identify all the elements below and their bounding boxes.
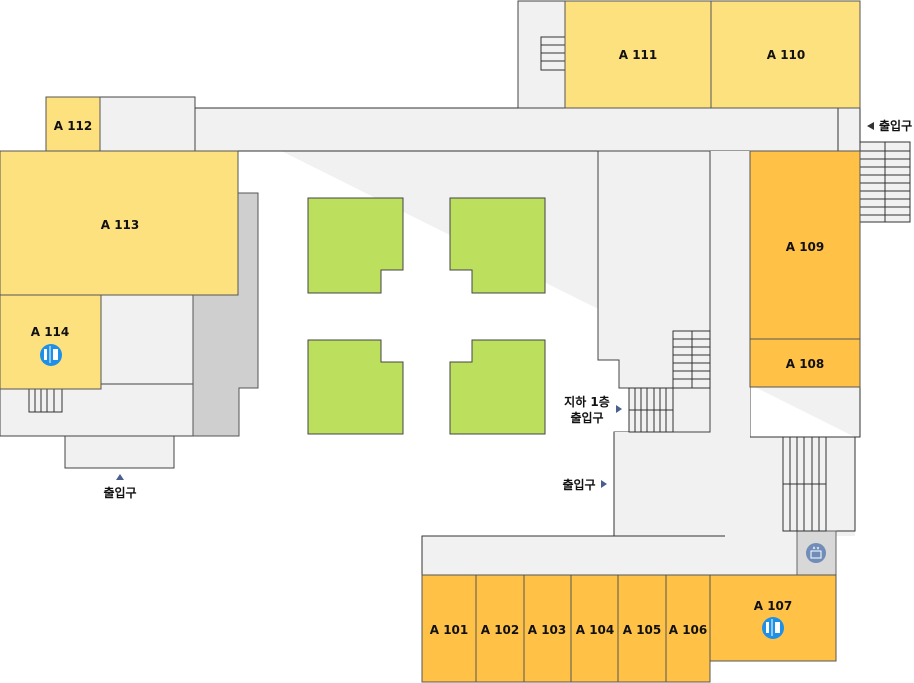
room-label: A 104 — [576, 623, 615, 637]
room-a107[interactable]: A 107 — [709, 574, 837, 662]
room-label: A 109 — [786, 240, 825, 254]
room-a113[interactable]: A 113 — [0, 150, 239, 296]
room-a102[interactable]: A 102 — [475, 574, 525, 683]
room-label: A 112 — [54, 119, 93, 133]
room-a109[interactable]: A 109 — [749, 150, 861, 340]
room-label: A 102 — [481, 623, 520, 637]
entrance-basement: 지하 1층 출입구 — [564, 394, 622, 425]
arrow-right-icon — [601, 480, 607, 488]
room-label: A 114 — [31, 325, 70, 339]
room-a111[interactable]: A 111 — [564, 0, 712, 109]
arrow-left-icon — [867, 122, 874, 130]
room-a114[interactable]: A 114 — [0, 294, 102, 390]
room-label: A 101 — [430, 623, 469, 637]
entrance-label: 출입구 — [879, 118, 912, 133]
room-a112[interactable]: A 112 — [45, 96, 101, 152]
room-a104[interactable]: A 104 — [570, 574, 619, 683]
room-label: A 106 — [669, 623, 708, 637]
entrance-label: 출입구 — [103, 485, 136, 500]
arrow-right-icon — [616, 405, 622, 413]
entrance-east: 출입구 — [867, 118, 912, 133]
room-label: A 103 — [528, 623, 567, 637]
room-label: A 110 — [767, 48, 806, 62]
room-label: A 113 — [101, 218, 140, 232]
entrance-label: 출입구 — [562, 477, 595, 492]
room-label: A 107 — [754, 599, 793, 613]
room-label: A 105 — [623, 623, 662, 637]
room-a103[interactable]: A 103 — [523, 574, 572, 683]
room-label: A 111 — [619, 48, 658, 62]
restroom-icon — [40, 344, 62, 366]
stairs — [28, 36, 911, 532]
room-a110[interactable]: A 110 — [710, 0, 861, 109]
restroom-icon — [762, 617, 784, 639]
room-a105[interactable]: A 105 — [617, 574, 667, 683]
room-a101[interactable]: A 101 — [421, 574, 477, 683]
entrance-center: 출입구 — [562, 477, 607, 492]
corridors — [0, 0, 861, 576]
arrow-up-icon — [116, 474, 124, 480]
room-a106[interactable]: A 106 — [665, 574, 711, 683]
elevator-icon — [806, 543, 826, 563]
courtyards — [307, 197, 546, 435]
entrance-label: 지하 1층 — [564, 394, 610, 409]
entrance-west: 출입구 — [103, 474, 137, 500]
room-a108[interactable]: A 108 — [749, 338, 861, 388]
entrance-label: 출입구 — [570, 410, 603, 425]
room-label: A 108 — [786, 357, 825, 371]
